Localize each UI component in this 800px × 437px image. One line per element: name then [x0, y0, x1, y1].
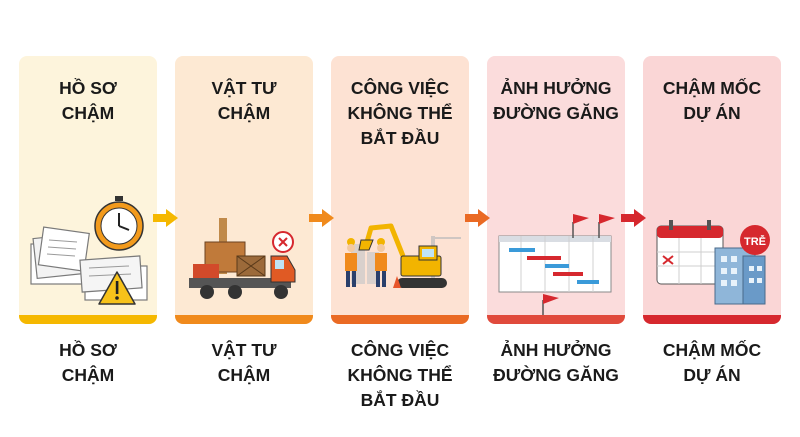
step-caption: CÔNG VIỆC KHÔNG THỂ BẮT ĐẦU [347, 340, 453, 410]
step-accent-bar [643, 315, 781, 324]
step-card-project-milestone-delay: CHẬM MỐC DỰ ÁN TRỄ [643, 56, 781, 324]
step-accent-bar [175, 315, 313, 324]
step-card-delayed-materials: VẬT TƯ CHẬM [175, 56, 313, 324]
step-caption: ẢNH HƯỞNG ĐƯỜNG GĂNG [493, 340, 619, 385]
arrow-right-icon [621, 209, 646, 227]
step-accent-bar [331, 315, 469, 324]
step-caption: CHẬM MỐC DỰ ÁN [662, 340, 762, 385]
excavator-workers-icon [345, 223, 461, 288]
gantt-chart-flags-icon [498, 214, 615, 316]
step-title: VẬT TƯ CHẬM [211, 78, 277, 123]
documents-clock-warning-icon [30, 196, 148, 305]
step-card-delayed-documents: HỒ SƠ CHẬM [19, 56, 157, 324]
step-caption: HỒ SƠ CHẬM [59, 340, 117, 385]
step-caption: VẬT TƯ CHẬM [211, 340, 277, 385]
arrow-right-icon [309, 209, 334, 227]
step-title: ẢNH HƯỞNG ĐƯỜNG GĂNG [493, 78, 619, 123]
step-title: CHẬM MỐC DỰ ÁN [662, 78, 762, 123]
arrow-right-icon [153, 209, 178, 227]
step-card-critical-path-impact: ẢNH HƯỞNG ĐƯỜNG GĂNG [487, 56, 625, 324]
step-title: CÔNG VIỆC KHÔNG THỂ BẮT ĐẦU [347, 78, 453, 148]
step-title: HỒ SƠ CHẬM [59, 78, 117, 123]
truck-materials-cancel-icon [189, 218, 296, 299]
calendar-building-late-icon: TRỄ [656, 220, 770, 305]
arrow-right-icon [465, 209, 490, 227]
late-badge: TRỄ [744, 235, 766, 248]
step-card-work-cannot-start: CÔNG VIỆC KHÔNG THỂ BẮT ĐẦU [331, 56, 469, 324]
step-accent-bar [487, 315, 625, 324]
step-accent-bar [19, 315, 157, 324]
